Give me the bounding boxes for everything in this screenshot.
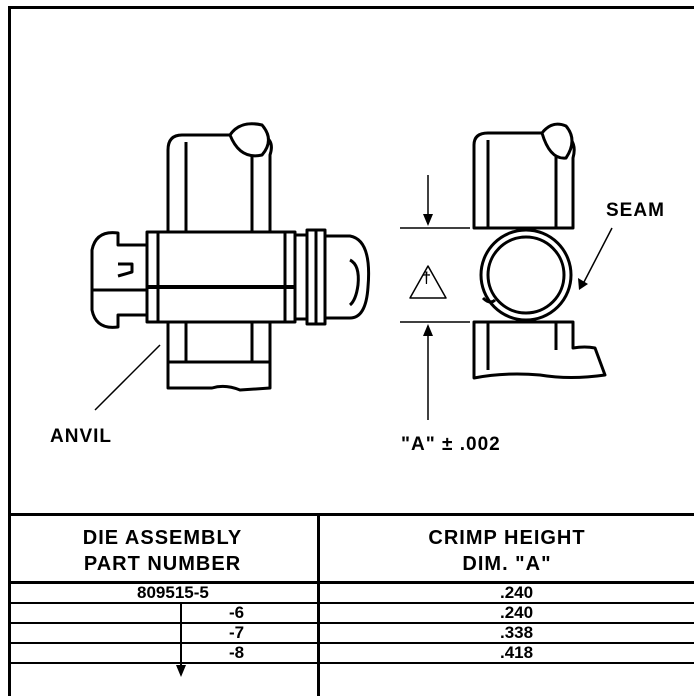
col-height-header-line1: CRIMP HEIGHT — [428, 527, 586, 549]
note-symbol: † — [422, 270, 432, 287]
right-upper-die — [472, 122, 576, 230]
table-row-height: .418 — [500, 643, 534, 662]
left-die-body — [145, 228, 371, 326]
dimension-lines — [400, 175, 613, 420]
drawing-frame — [8, 6, 694, 696]
crimped-barrel — [479, 228, 573, 322]
dimension-label: "A" ± .002 — [401, 434, 501, 455]
note-triangle — [409, 265, 447, 299]
anvil-label: ANVIL — [50, 426, 112, 447]
left-upper-die — [166, 122, 273, 232]
anvil-leader — [94, 344, 161, 411]
table-row-height: .240 — [500, 603, 534, 622]
crimp-height-table: DIE ASSEMBLY PART NUMBER CRIMP HEIGHT DI… — [8, 513, 694, 696]
table-row-height: .240 — [500, 583, 534, 602]
table-row-part: 809515-5 — [137, 583, 209, 602]
continuation-arrow — [176, 604, 186, 677]
table-top-rule — [8, 513, 694, 516]
col-height-header-line2: DIM. "A" — [462, 553, 552, 575]
col-height-header: CRIMP HEIGHT DIM. "A" — [320, 525, 694, 577]
table-column-divider — [317, 513, 320, 696]
right-anvil — [472, 320, 607, 380]
die-assembly-drawing — [90, 122, 613, 420]
col-part-header: DIE ASSEMBLY PART NUMBER — [8, 525, 317, 577]
left-anvil — [166, 322, 272, 392]
col-part-header-line1: DIE ASSEMBLY — [82, 527, 243, 549]
table-row-part: -7 — [229, 623, 245, 642]
table-row-part: -8 — [229, 643, 245, 662]
table-row-height: .338 — [500, 623, 534, 642]
seam-label: SEAM — [606, 200, 665, 221]
col-part-header-line2: PART NUMBER — [83, 553, 242, 575]
table-row-part: -6 — [229, 603, 245, 622]
left-stop-pin — [90, 231, 147, 329]
